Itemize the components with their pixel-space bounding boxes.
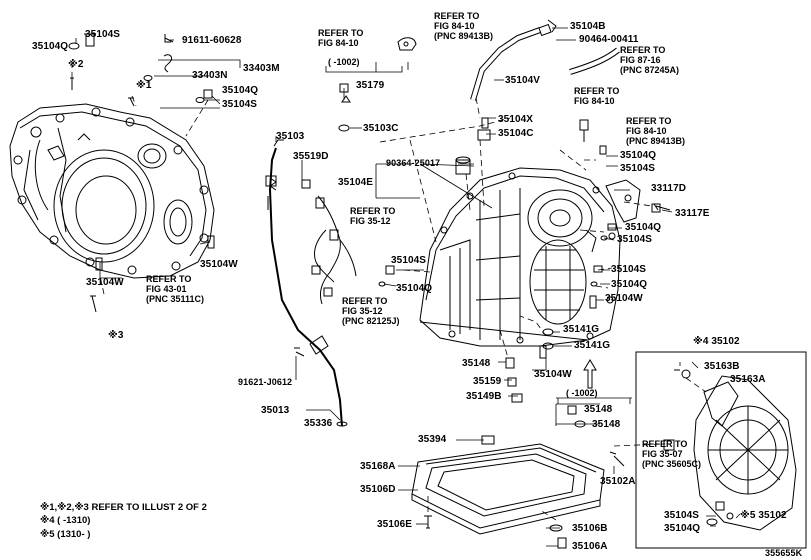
callout-mark-1-left: ※2 xyxy=(68,59,84,70)
part-label-35104Q-right-a: 35104Q xyxy=(620,150,657,161)
part-label-35106B: 35106B xyxy=(572,523,608,534)
range-label-bottom: ( -1002) xyxy=(566,388,598,398)
part-label-91621-J0612: 91621-J0612 xyxy=(238,377,293,387)
part-label-35102-top: ※4 35102 xyxy=(693,336,740,347)
refer-fig-35-12-a: REFER TO FIG 35-12 xyxy=(350,206,396,226)
refer-fig-35-07: REFER TO FIG 35-07 (PNC 35605C) xyxy=(642,439,702,469)
part-label-35148-c: 35148 xyxy=(592,419,621,430)
part-label-33403N: 33403N xyxy=(192,70,228,81)
refer-fig-84-10-a: REFER TO FIG 84-10 xyxy=(318,28,364,48)
part-label-35148-a: 35148 xyxy=(462,358,491,369)
part-label-35104V: 35104V xyxy=(505,75,541,86)
dashed-alignment-lines xyxy=(71,62,707,521)
part-label-35163B: 35163B xyxy=(704,361,740,372)
part-label-35104Q-right-b: 35104Q xyxy=(625,222,662,233)
part-label-35104Q-centre: 35104Q xyxy=(396,283,433,294)
range-brackets xyxy=(325,66,632,404)
part-label-35104S-right-c: 35104S xyxy=(611,264,647,275)
part-label-35102-bottom: ※5 35102 xyxy=(740,510,787,521)
leader-lines xyxy=(75,27,741,547)
part-label-33117D: 33117D xyxy=(651,183,687,194)
part-label-90364-25017: 90364-25017 xyxy=(386,158,441,168)
part-label-35104Q-bottom-right: 35104Q xyxy=(664,523,701,534)
part-label-35106E: 35106E xyxy=(377,519,413,530)
part-label-35102A: 35102A xyxy=(600,476,636,487)
part-label-33403M: 33403M xyxy=(243,63,280,74)
part-label-35104Q-top-left: 35104Q xyxy=(32,41,69,52)
part-label-35159: 35159 xyxy=(473,376,502,387)
part-label-35104Q-right-c: 35104Q xyxy=(611,279,648,290)
footnote-range-5: ※5 (1310- ) xyxy=(40,529,91,540)
part-label-35103C: 35103C xyxy=(363,123,399,134)
transmission-housing-drawing xyxy=(9,103,215,279)
part-label-35104S-right-b: 35104S xyxy=(617,234,653,245)
part-label-35168A: 35168A xyxy=(360,461,396,472)
part-label-90464-00411: 90464-00411 xyxy=(579,34,639,45)
oil-pan-drawing xyxy=(411,435,605,549)
part-label-35104W-left-a: 35104W xyxy=(200,259,238,270)
part-label-35519D: 35519D xyxy=(293,151,329,162)
part-label-35104S-mid: 35104S xyxy=(222,99,258,110)
part-label-35104W-centre: 35104W xyxy=(534,369,572,380)
part-label-35141G-b: 35141G xyxy=(574,340,611,351)
inset-extension-housing xyxy=(609,351,807,549)
refer-fig-84-10-d: REFER TO FIG 84-10 (PNC 89413B) xyxy=(626,116,686,146)
callout-mark-3: ※3 xyxy=(108,330,124,341)
part-label-35149B: 35149B xyxy=(466,391,502,402)
part-label-35106A: 35106A xyxy=(572,541,608,552)
part-label-35179: 35179 xyxy=(356,80,385,91)
part-label-35106D: 35106D xyxy=(360,484,396,495)
part-label-35163A: 35163A xyxy=(730,374,766,385)
refer-fig-35-12-b: REFER TO FIG 35-12 (PNC 82125J) xyxy=(342,296,400,326)
part-label-35103: 35103 xyxy=(276,131,305,142)
refer-fig-84-10-c: REFER TO FIG 84-10 xyxy=(574,86,620,106)
footnote-illustration-reference: ※1,※2,※3 REFER TO ILLUST 2 OF 2 xyxy=(40,502,207,513)
part-label-35104X: 35104X xyxy=(498,114,534,125)
part-label-35104Q-mid: 35104Q xyxy=(222,85,259,96)
part-label-91611-60628: 91611-60628 xyxy=(182,35,242,46)
part-label-35394: 35394 xyxy=(418,434,447,445)
refer-fig-43-01: REFER TO FIG 43-01 (PNC 35111C) xyxy=(146,274,205,304)
diagram-id: 355655K xyxy=(765,548,803,558)
callout-mark-1: ※1 xyxy=(136,80,152,91)
part-label-33117E: 33117E xyxy=(675,208,710,219)
part-label-35336: 35336 xyxy=(304,418,333,429)
transaxle-case-drawing xyxy=(419,167,621,347)
dipstick-and-harness xyxy=(265,139,357,427)
refer-fig-87-16: REFER TO FIG 87-16 (PNC 87245A) xyxy=(620,45,680,75)
part-label-35104S-centre: 35104S xyxy=(391,255,427,266)
part-label-35104W-left-b: 35104W xyxy=(86,277,124,288)
right-side-parts xyxy=(378,179,671,309)
part-label-35013: 35013 xyxy=(261,405,290,416)
part-label-35104E: 35104E xyxy=(338,177,374,188)
part-label-35104S-top-left: 35104S xyxy=(85,29,121,40)
part-label-35104W-right: 35104W xyxy=(605,293,643,304)
refer-fig-84-10-b: REFER TO FIG 84-10 (PNC 89413B) xyxy=(434,11,494,41)
part-label-35148-b: 35148 xyxy=(584,404,613,415)
part-label-35104S-bottom-right: 35104S xyxy=(664,510,700,521)
part-label-35141G-a: 35141G xyxy=(563,324,600,335)
range-label-top: ( -1002) xyxy=(328,57,360,67)
breather-hoses xyxy=(397,19,620,175)
part-label-35104B: 35104B xyxy=(570,21,606,32)
part-label-35104S-right-a: 35104S xyxy=(620,163,656,174)
footnote-range-4: ※4 ( -1310) xyxy=(40,515,91,526)
part-label-35104C: 35104C xyxy=(498,128,534,139)
